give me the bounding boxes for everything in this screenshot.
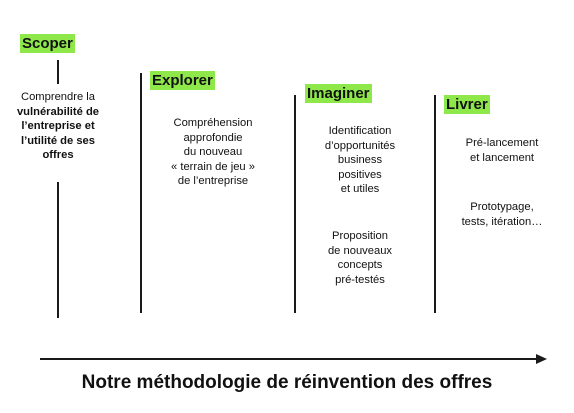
desc-line: Identification [328,125,392,137]
desc-line: Prototypage, [470,201,534,213]
phase-title-livrer: Livrer [444,95,490,114]
desc-line: Comprendre la [21,91,95,103]
phase-line-explorer [140,73,142,313]
desc-line: l’utilité de ses [21,134,95,147]
desc-line: Compréhension [173,117,253,129]
desc-line: « terrain de jeu » [171,160,255,173]
desc-line: pré-testés [335,273,385,286]
phase-description-imaginer-1: Identification d’opportunités business p… [307,124,413,197]
desc-line: Pré-lancement [465,137,539,149]
phase-description-livrer-2: Prototypage, tests, itération… [444,200,560,229]
phase-title-scoper: Scoper [20,34,75,53]
desc-line: positives [338,168,382,181]
phase-description-livrer-1: Pré-lancement et lancement [446,136,558,165]
desc-line: business [337,154,383,167]
desc-line: du nouveau [183,146,243,159]
phase-line-scoper-top [57,60,59,84]
diagram-title: Notre méthodologie de réinvention des of… [81,372,493,393]
arrow-right-icon [536,354,547,364]
timeline-axis [40,358,538,360]
phase-description-explorer: Compréhension approfondie du nouveau « t… [158,116,268,189]
phase-line-imaginer [294,95,296,313]
phase-line-scoper-bottom [57,182,59,318]
phase-title-explorer: Explorer [150,71,215,90]
phase-description-imaginer-2: Proposition de nouveaux concepts pré-tes… [307,229,413,287]
desc-line: de l’entreprise [177,175,249,188]
desc-line: offres [42,149,74,162]
desc-line: l’entreprise et [21,120,95,133]
desc-line: Proposition [332,230,388,242]
desc-line: approfondie [183,131,243,144]
phase-description-scoper: Comprendre la vulnérabilité de l’entrepr… [6,90,110,163]
desc-line: et utiles [340,183,380,196]
desc-line: concepts [337,259,383,272]
phase-title-imaginer: Imaginer [305,84,372,103]
phase-line-livrer [434,95,436,313]
desc-line: et lancement [469,151,535,164]
desc-line: de nouveaux [327,244,393,257]
desc-line: vulnérabilité de [16,105,100,118]
desc-line: d’opportunités [324,139,396,152]
desc-line: tests, itération… [461,215,543,228]
